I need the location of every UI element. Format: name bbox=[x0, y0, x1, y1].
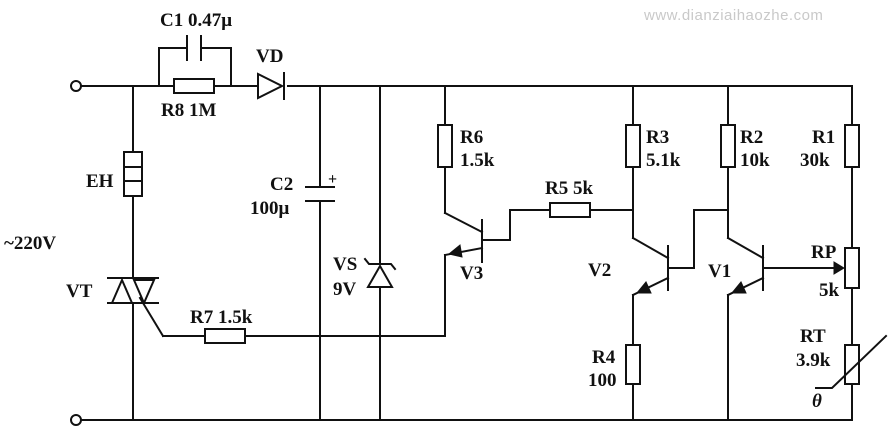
label-vs-name: VS bbox=[333, 254, 357, 275]
label-r2-value: 10k bbox=[740, 150, 770, 171]
label-supply: ~220V bbox=[4, 233, 56, 254]
transistor-v2 bbox=[631, 236, 670, 297]
label-v2: V2 bbox=[588, 260, 611, 281]
label-r4-name: R4 bbox=[592, 347, 616, 368]
resistor-r5 bbox=[549, 202, 591, 218]
watermark-text: www.dianziaihaozhe.com bbox=[643, 7, 823, 24]
label-c2-name: C2 bbox=[270, 174, 293, 195]
resistor-r8 bbox=[173, 78, 215, 94]
label-rt-name: RT bbox=[800, 326, 826, 347]
label-eh: EH bbox=[86, 171, 114, 192]
label-rp-value: 5k bbox=[819, 280, 840, 301]
label-vt: VT bbox=[66, 281, 93, 302]
label-c2-polarity: + bbox=[328, 171, 337, 188]
supply-terminal-bottom bbox=[70, 414, 82, 426]
resistor-r2 bbox=[720, 124, 736, 168]
label-v3: V3 bbox=[460, 263, 483, 284]
transistor-v3 bbox=[443, 211, 484, 263]
capacitor-c2 bbox=[305, 186, 335, 202]
label-r2-name: R2 bbox=[740, 127, 763, 148]
label-r8: R8 1M bbox=[161, 100, 216, 121]
supply-terminal-top bbox=[70, 80, 82, 92]
label-r7: R7 1.5k bbox=[190, 307, 253, 328]
label-r3-name: R3 bbox=[646, 127, 669, 148]
label-r5: R5 5k bbox=[545, 178, 593, 199]
diode-vd bbox=[257, 72, 285, 100]
potentiometer-rp bbox=[833, 247, 860, 289]
label-r4-value: 100 bbox=[588, 370, 617, 391]
transistor-v1 bbox=[726, 236, 765, 297]
heater-eh bbox=[123, 151, 143, 197]
label-r6-name: R6 bbox=[460, 127, 483, 148]
label-c2-value: 100μ bbox=[250, 198, 290, 219]
label-rp-name: RP bbox=[811, 242, 837, 263]
resistor-r7 bbox=[204, 328, 246, 344]
label-r1-value: 30k bbox=[800, 150, 830, 171]
label-c1: C1 0.47μ bbox=[160, 10, 232, 31]
resistor-r3 bbox=[625, 124, 641, 168]
label-r1-name: R1 bbox=[812, 127, 835, 148]
label-r3-value: 5.1k bbox=[646, 150, 681, 171]
label-v1: V1 bbox=[708, 261, 731, 282]
resistor-r6 bbox=[437, 124, 453, 168]
capacitor-c1 bbox=[186, 35, 202, 61]
resistor-r4 bbox=[625, 344, 641, 385]
label-vd: VD bbox=[256, 46, 283, 67]
label-r6-value: 1.5k bbox=[460, 150, 495, 171]
resistor-r1 bbox=[844, 124, 860, 168]
label-theta: θ bbox=[812, 391, 822, 412]
component-labels: C1 0.47μ R8 1M VD EH ~220V VT R7 1.5k C2… bbox=[4, 10, 840, 412]
thermistor-rt bbox=[815, 334, 888, 389]
wires bbox=[81, 47, 853, 421]
label-rt-value: 3.9k bbox=[796, 350, 831, 371]
label-vs-value: 9V bbox=[333, 279, 357, 300]
triac-vt bbox=[107, 277, 159, 306]
zener-diode-vs bbox=[363, 257, 397, 288]
